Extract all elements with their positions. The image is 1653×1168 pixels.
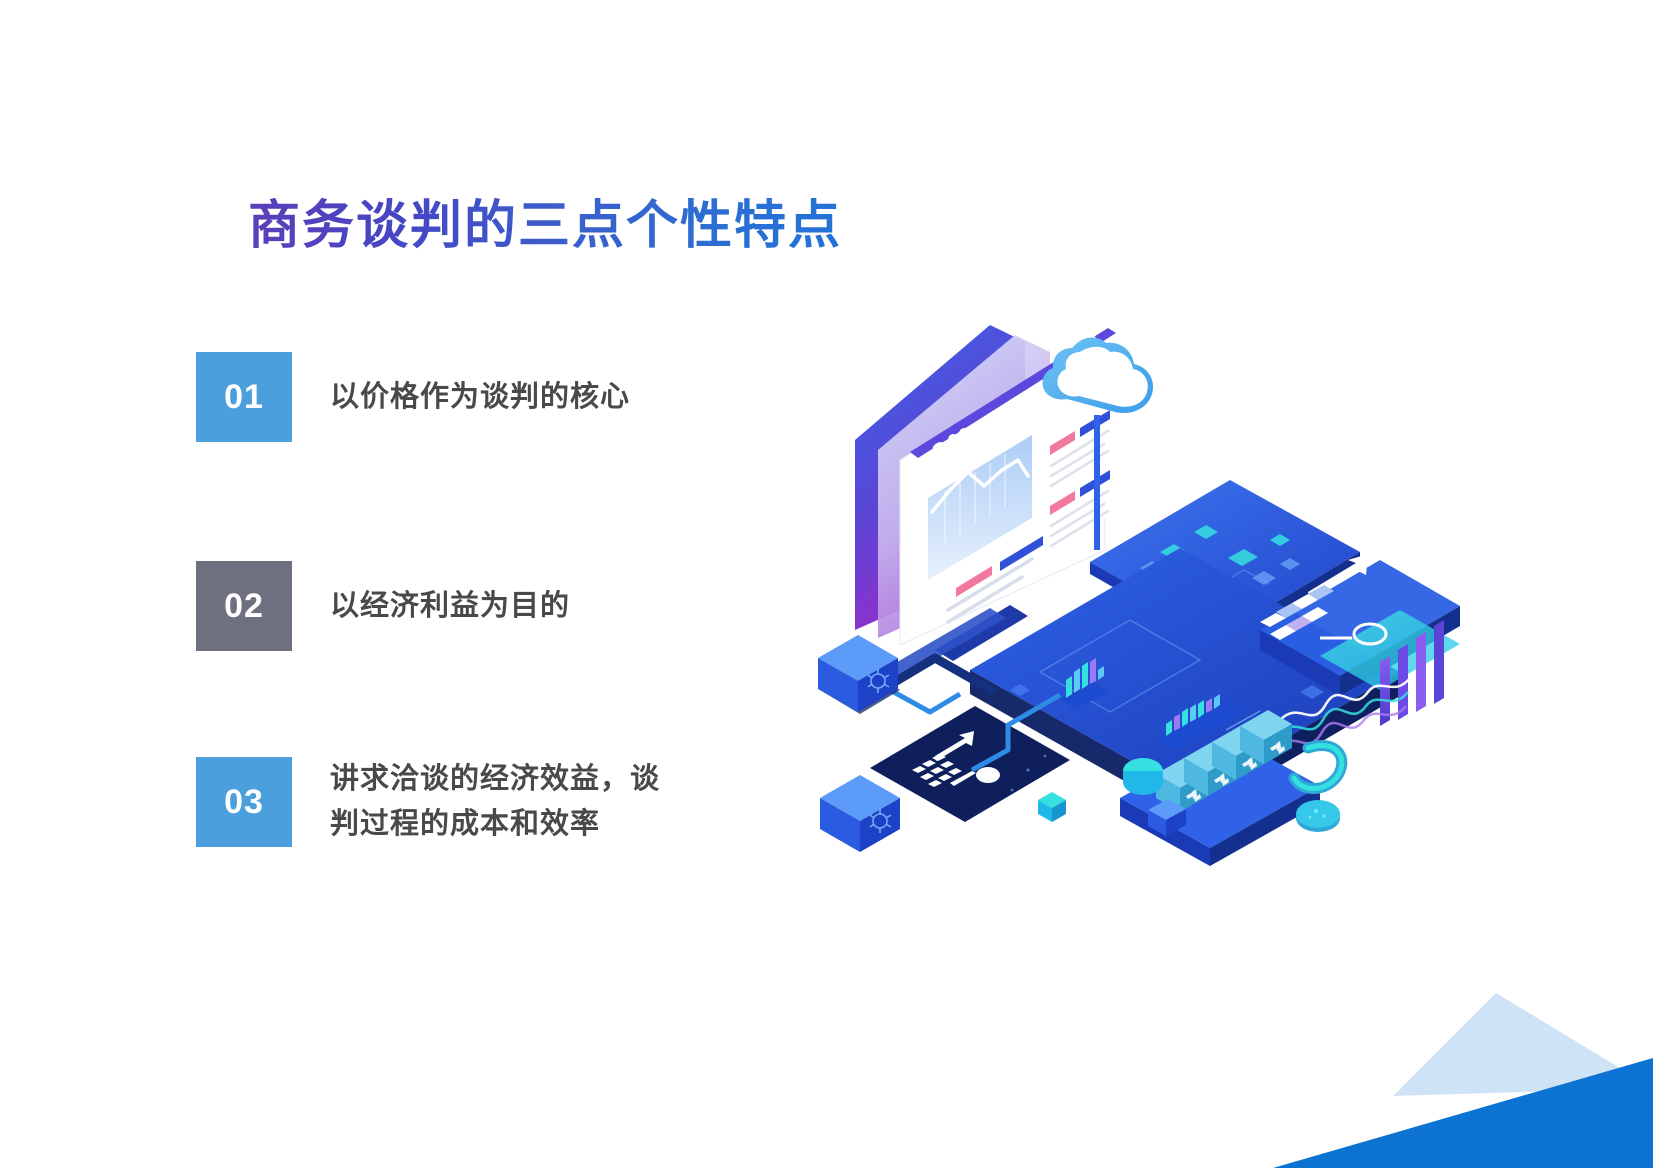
- wave-lines: [1275, 677, 1411, 749]
- browser-tab-dots-icon: [932, 427, 967, 451]
- item-label: 讲求洽谈的经济效益，谈 判过程的成本和效率: [330, 757, 660, 847]
- page-title: 商务谈判的三点个性特点: [248, 197, 843, 255]
- item-number-badge: 01: [196, 352, 292, 442]
- mini-bar-chart-1: [1060, 658, 1108, 709]
- list-item: 01 以价格作为谈判的核心: [196, 352, 716, 442]
- growth-panel: [1260, 554, 1460, 696]
- browser-text-lines: [946, 536, 1043, 624]
- cube-node-upper: [818, 635, 900, 714]
- small-box-icon: [1148, 799, 1186, 836]
- triangle-solid-icon: [1273, 1058, 1653, 1168]
- fan-blades-icon: [1270, 741, 1285, 754]
- corner-decoration: [1273, 993, 1653, 1168]
- list-item: 03 讲求洽谈的经济效益，谈 判过程的成本和效率: [196, 757, 716, 847]
- magnifier-icon: [1320, 622, 1388, 646]
- cloud-icon: [1042, 337, 1154, 550]
- item-label-line2: 判过程的成本和效率: [330, 808, 601, 840]
- magnifier-icon: [950, 767, 1000, 786]
- server-rack: [1120, 710, 1348, 866]
- stair-bars-icon: [1260, 585, 1334, 640]
- cyan-disc-icon: [1123, 758, 1163, 795]
- chart-line: [930, 458, 1030, 514]
- item-label: 以价格作为谈判的核心: [330, 380, 631, 413]
- fan-blades-icon: [1186, 789, 1201, 802]
- right-bar-chart: [1380, 620, 1444, 726]
- list-item: 02 以经济利益为目的: [196, 561, 716, 651]
- analytics-plane: [870, 706, 1070, 822]
- item-label: 以经济利益为目的: [330, 589, 571, 622]
- fan-blades-icon: [1214, 773, 1229, 786]
- item-number-badge: 03: [196, 757, 292, 847]
- network-gear-icon: [869, 809, 892, 833]
- bar-grid-icon: [912, 754, 962, 787]
- cyan-device-icon: [1038, 792, 1066, 822]
- item-number-badge: 02: [196, 561, 292, 651]
- cube-node-lower: [820, 775, 900, 852]
- fan-blades-icon: [1242, 757, 1257, 770]
- item-label-line1: 讲求洽谈的经济效益，谈: [330, 763, 661, 796]
- monitor-base: [880, 605, 1028, 682]
- trend-arrow-icon: [935, 731, 974, 761]
- fan-module: [1240, 710, 1292, 764]
- line-chart-panel: [928, 435, 1032, 580]
- teal-bulb-icon: [1296, 800, 1340, 832]
- network-gear-icon: [867, 669, 890, 693]
- hero-illustration: [760, 300, 1460, 880]
- triangle-light-icon: [1393, 993, 1653, 1096]
